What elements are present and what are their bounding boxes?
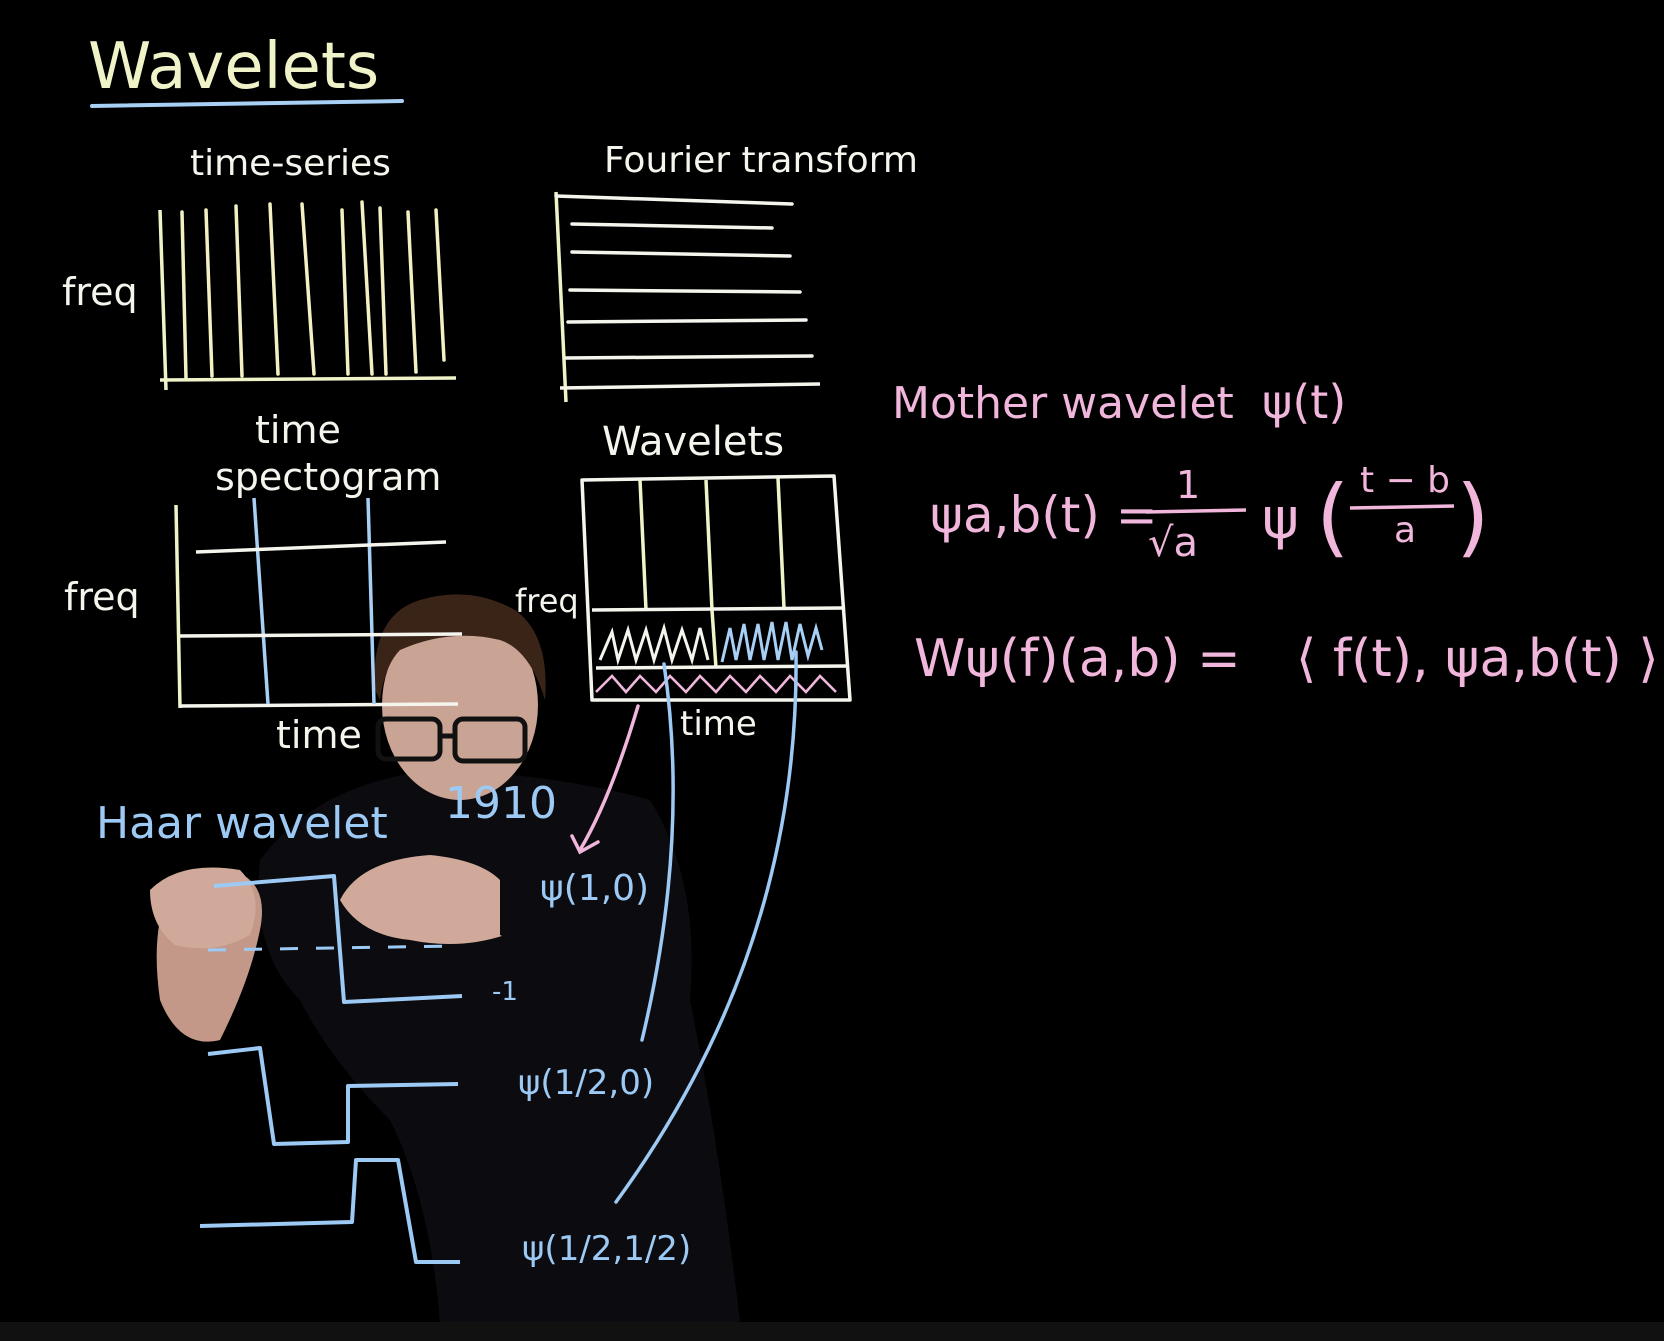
mother-wavelet-label: Mother wavelet xyxy=(892,378,1234,429)
video-bottom-bar xyxy=(0,1322,1664,1341)
fraction-denominator: √a xyxy=(1148,520,1198,566)
haar-psi-half-0-label: ψ(1/2,0) xyxy=(518,1063,654,1103)
wavelets-xlabel: time xyxy=(680,704,757,744)
spectrogram-title: spectogram xyxy=(215,455,441,499)
presenter xyxy=(150,594,740,1322)
transform-lhs: Wψ(f)(a,b) = xyxy=(914,629,1241,689)
haar-year: 1910 xyxy=(445,778,557,829)
haar-wavelet-psi-half-half xyxy=(199,1158,460,1264)
title-underline xyxy=(90,99,404,108)
arg-denominator: a xyxy=(1394,510,1416,551)
spectrogram-ylabel: freq xyxy=(64,575,140,619)
spectrogram-xlabel: time xyxy=(276,713,362,757)
spectrogram-panel: time spectogram freq time xyxy=(64,455,463,757)
fourier-lines xyxy=(554,194,814,360)
haar-minus-one-label: -1 xyxy=(492,977,518,1007)
psi-symbol: ψ xyxy=(1262,487,1299,552)
arg-fraction-bar xyxy=(1349,504,1455,510)
wavelets-panel: Wavelets freq time xyxy=(515,419,852,744)
mother-wavelet-symbol: ψ(t) xyxy=(1262,375,1346,429)
time-series-title: time-series xyxy=(190,143,391,184)
wavelet-connectors xyxy=(570,650,798,1204)
time-series-bars xyxy=(180,200,446,380)
arg-numerator: t − b xyxy=(1360,460,1450,501)
haar-wavelet-psi-half-0 xyxy=(207,1046,459,1146)
close-paren: ) xyxy=(1456,467,1490,567)
psi-ab-lhs: ψa,b(t) = xyxy=(930,486,1158,544)
wavelets-title: Wavelets xyxy=(602,419,784,465)
open-paren: ( xyxy=(1316,467,1350,567)
haar-psi-half-half-label: ψ(1/2,1/2) xyxy=(522,1229,691,1269)
fourier-title: Fourier transform xyxy=(604,140,918,181)
haar-title: Haar wavelet xyxy=(96,798,388,849)
haar-wavelet-psi-1-0 xyxy=(213,874,463,1004)
fourier-panel: Fourier transform xyxy=(554,140,918,403)
time-series-ylabel: freq xyxy=(62,270,138,314)
time-series-xlabel: time xyxy=(255,408,341,452)
board-title: Wavelets xyxy=(88,30,379,104)
wavelets-ylabel: freq xyxy=(515,582,579,620)
fraction-bar xyxy=(1145,508,1247,514)
haar-section: Haar wavelet 1910 -1 ψ(1,0) ψ(1/2,0) ψ(1… xyxy=(96,778,691,1269)
transform-rhs: ⟨ f(t), ψa,b(t) ⟩ xyxy=(1296,629,1659,689)
time-series-panel: time-series freq time xyxy=(62,143,457,452)
equations: Mother wavelet ψ(t) ψa,b(t) = 1 √a ψ ( t… xyxy=(892,375,1659,689)
fraction-numerator: 1 xyxy=(1176,463,1200,507)
haar-psi-1-0-label: ψ(1,0) xyxy=(540,868,649,909)
